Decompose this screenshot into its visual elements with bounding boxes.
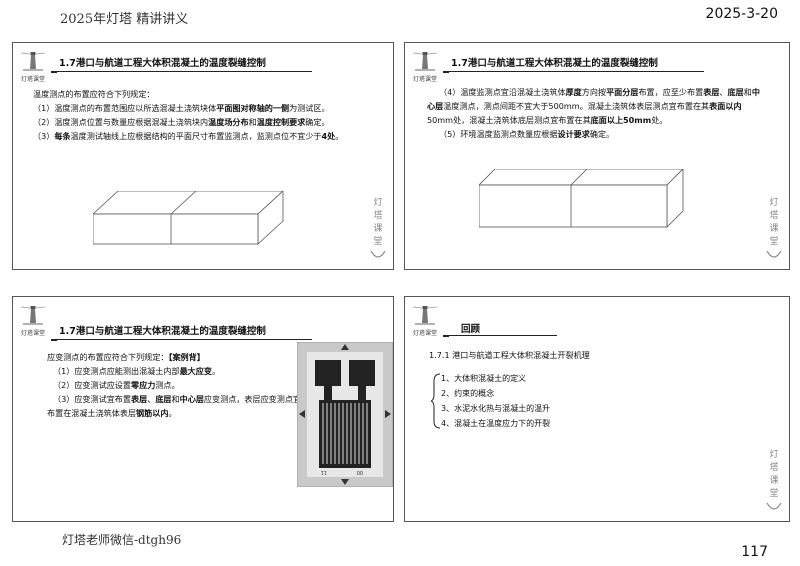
title-rule (449, 335, 557, 337)
title-rule-accent (51, 71, 57, 73)
logo: 灯塔课堂 (412, 303, 438, 337)
lighthouse-logo-icon (20, 52, 46, 71)
slide-body: （4）温度监测点宜沿混凝土浇筑体厚度方向按平面分层布置，应至少布置表层、底层和中… (427, 85, 765, 141)
svg-text:堂: 堂 (769, 487, 778, 499)
slide-title: 1.7港口与航道工程大体积混凝土的温度裂缝控制 (59, 58, 266, 69)
title-rule-accent (443, 335, 449, 337)
lighthouse-logo-icon (412, 52, 438, 71)
svg-text:塔: 塔 (769, 461, 778, 473)
title-rule (449, 71, 704, 73)
concrete-block-diagram (93, 191, 284, 245)
slide-3: 灯塔课堂 1.7港口与航道工程大体积混凝土的温度裂缝控制 应变测点的布置应符合下… (12, 296, 394, 522)
header-date: 2025-3-20 (705, 6, 778, 22)
slide-title: 回顾 (461, 324, 481, 335)
rule-3: （3）应变测试宜布置表层、底层和中心层应变测点，表层应变测点宜布置在混凝土浇筑体… (47, 394, 302, 418)
slide-2: 灯塔课堂 1.7港口与航道工程大体积混凝土的温度裂缝控制 （4）温度监测点宜沿混… (404, 42, 790, 270)
svg-text:堂: 堂 (373, 235, 382, 247)
svg-text:课: 课 (373, 223, 382, 234)
logo-text: 灯塔课堂 (413, 76, 438, 83)
triangle-down-icon (341, 479, 349, 485)
gauge-label-right: 00 (357, 469, 363, 475)
svg-text:堂: 堂 (769, 235, 778, 247)
triangle-up-icon (341, 344, 349, 350)
svg-text:灯: 灯 (769, 197, 778, 208)
rule-2: （2）应变测试应设置零应力测点。 (53, 380, 180, 390)
footer-wechat: 灯塔老师微信-dtgh96 (62, 533, 182, 547)
logo-text: 灯塔课堂 (413, 330, 438, 337)
title-rule (57, 339, 312, 341)
review-list: 1、大体积混凝土的定义 2、约束的概念 3、水泥水化热与混凝土的温升 4、混凝土… (441, 371, 741, 431)
logo: 灯塔课堂 (20, 49, 46, 83)
slide-body: 温度测点的布置应符合下列规定： （1）温度测点的布置范围应以所选混凝土浇筑块体平… (33, 87, 378, 143)
strain-gauge-image: 11 00 (297, 342, 393, 487)
svg-text:塔: 塔 (373, 209, 382, 221)
watermark-stamp-icon: 灯 塔 课 堂 (766, 449, 782, 510)
title-rule-accent (51, 339, 57, 341)
rule-3: （3）每条温度测试轴线上应根据结构的平面尺寸布置监测点，监测点位不宜少于4处。 (33, 131, 344, 141)
svg-text:课: 课 (769, 475, 778, 486)
svg-text:课: 课 (769, 223, 778, 234)
slide-4: 灯塔课堂 回顾 1.7.1 港口与航道工程大体积混凝土开裂机理 1、大体积混凝土… (404, 296, 790, 522)
triangle-right-icon (385, 410, 391, 418)
rule-1: （1）应变测点应能测出混凝土内部最大应变。 (53, 366, 221, 376)
page-number: 117 (741, 544, 768, 560)
svg-text:塔: 塔 (769, 209, 778, 221)
lighthouse-logo-icon (20, 306, 46, 325)
list-item: 1、大体积混凝土的定义 (441, 374, 527, 383)
svg-text:灯: 灯 (373, 197, 382, 208)
list-item: 2、约束的概念 (441, 389, 495, 398)
rule-1: （1）温度测点的布置范围应以所选混凝土浇筑块体平面图对称轴的一侧为测试区。 (33, 103, 330, 113)
watermark-stamp-icon: 灯 塔 课 堂 (766, 197, 782, 258)
slide-body: 应变测点的布置应符合下列规定：【案例背】 （1）应变测点应能测出混凝土内部最大应… (47, 350, 309, 420)
header-title: 2025年灯塔 精讲讲义 (60, 12, 189, 27)
logo-text: 灯塔课堂 (21, 330, 46, 337)
title-rule (57, 71, 312, 73)
rule-4: （4）温度监测点宜沿混凝土浇筑体厚度方向按平面分层布置，应至少布置表层、底层和中… (427, 87, 760, 125)
triangle-left-icon (299, 410, 305, 418)
slide-title: 1.7港口与航道工程大体积混凝土的温度裂缝控制 (59, 326, 266, 337)
svg-text:灯: 灯 (769, 449, 778, 460)
section-heading: 1.7.1 港口与航道工程大体积混凝土开裂机理 (429, 350, 590, 360)
intro-text: 温度测点的布置应符合下列规定： (33, 89, 155, 99)
list-item: 4、混凝土在温度应力下的开裂 (441, 419, 551, 428)
slide-1: 灯塔课堂 1.7港口与航道工程大体积混凝土的温度裂缝控制 温度测点的布置应符合下… (12, 42, 394, 270)
logo: 灯塔课堂 (20, 303, 46, 337)
brace-icon (431, 373, 441, 429)
logo: 灯塔课堂 (412, 49, 438, 83)
rule-2: （2）温度测点位置与数量应根据混凝土浇筑块内温度场分布和温度控制要求确定。 (33, 117, 330, 127)
lighthouse-logo-icon (412, 306, 438, 325)
title-rule-accent (443, 71, 449, 73)
logo-text: 灯塔课堂 (21, 76, 46, 83)
concrete-block-diagram (479, 169, 684, 228)
gauge-label-left: 11 (321, 469, 327, 475)
rule-5: （5）环境温度监测点数量应根据设计要求确定。 (439, 129, 615, 139)
watermark-stamp-icon: 灯 塔 课 堂 (370, 197, 386, 258)
slide-title: 1.7港口与航道工程大体积混凝土的温度裂缝控制 (451, 58, 658, 69)
intro-text: 应变测点的布置应符合下列规定：【案例背】 (47, 352, 205, 362)
list-item: 3、水泥水化热与混凝土的温升 (441, 404, 551, 413)
